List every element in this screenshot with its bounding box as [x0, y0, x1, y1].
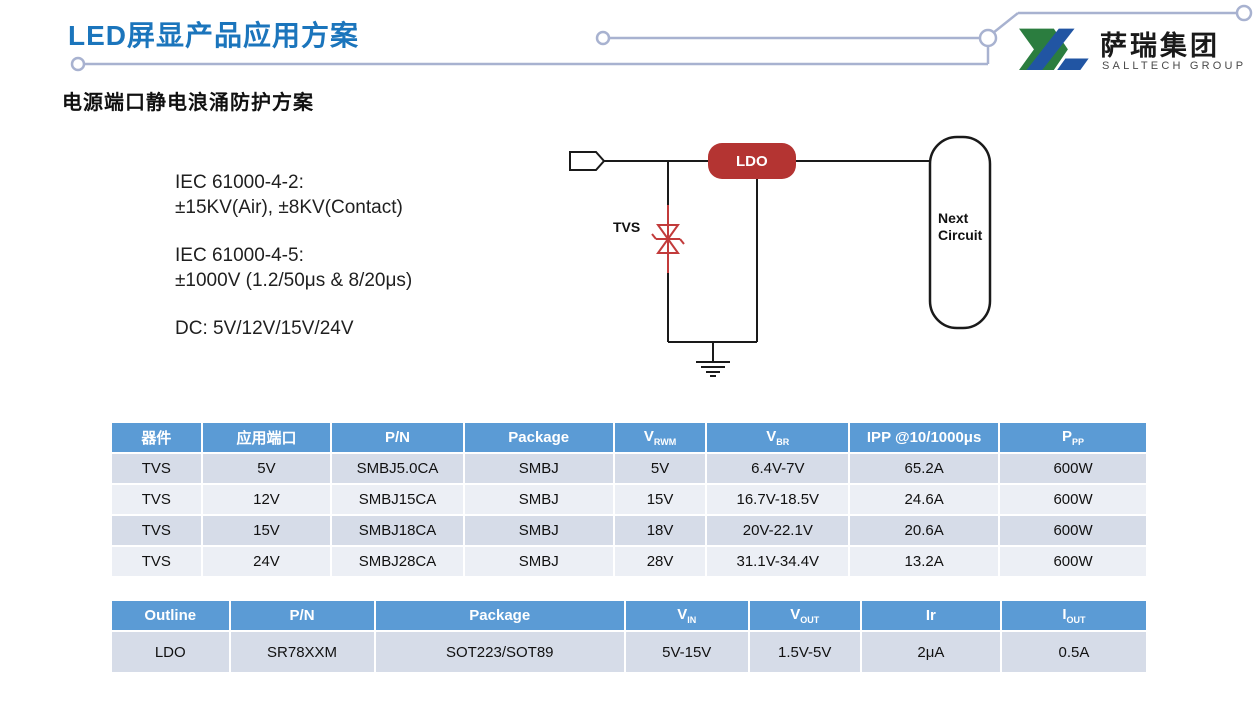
table-cell: SMBJ [464, 454, 613, 483]
column-header: Outline [112, 601, 229, 630]
column-header: 应用端口 [202, 423, 331, 452]
salltech-logo-icon [1019, 28, 1089, 71]
table-cell: 1.5V-5V [749, 632, 860, 672]
column-header: Ir [861, 601, 1000, 630]
ldo-label: LDO [736, 153, 768, 170]
ldo-block [708, 143, 796, 179]
table-cell: 65.2A [850, 454, 999, 483]
esd-standard-value: ±15KV(Air), ±8KV(Contact) [175, 197, 403, 218]
ground-icon [696, 342, 730, 377]
table-cell: 16.7V-18.5V [707, 485, 849, 514]
column-header: P/N [332, 423, 463, 452]
page-title: LED屏显产品应用方案 [68, 20, 360, 51]
logo-company-name-en: SALLTECH GROUP [1102, 60, 1247, 72]
column-header: VOUT [749, 601, 860, 630]
table-cell: 15V [202, 516, 331, 545]
table-cell: TVS [112, 485, 201, 514]
input-connector-icon [569, 151, 606, 171]
column-header: IPP @10/1000μs [850, 423, 999, 452]
table-cell: TVS [112, 547, 201, 576]
dc-voltage-line: DC: 5V/12V/15V/24V [175, 318, 354, 339]
table-cell: 31.1V-34.4V [707, 547, 849, 576]
table-cell: 28V [614, 547, 706, 576]
next-circuit-label-line2: Circuit [938, 227, 983, 243]
table-cell: SMBJ5.0CA [332, 454, 463, 483]
table-cell: 6.4V-7V [707, 454, 849, 483]
table-cell: 15V [614, 485, 706, 514]
esd-standard-title: IEC 61000-4-2: [175, 172, 304, 193]
next-circuit-label-line1: Next [938, 210, 969, 226]
column-header: 器件 [112, 423, 201, 452]
table-cell: 20V-22.1V [707, 516, 849, 545]
logo-company-name: 萨瑞集团 [1100, 31, 1220, 61]
table-cell: 600W [1000, 454, 1146, 483]
table-cell: SMBJ [464, 516, 613, 545]
tvs-label: TVS [613, 219, 640, 235]
table-cell: 12V [202, 485, 331, 514]
column-header: VRWM [614, 423, 706, 452]
company-logo: 萨瑞集团 SALLTECH GROUP [1012, 20, 1247, 82]
table-cell: SMBJ [464, 485, 613, 514]
spec-text-block: IEC 61000-4-2: ±15KV(Air), ±8KV(Contact)… [175, 170, 412, 341]
table-cell: SOT223/SOT89 [375, 632, 624, 672]
surge-standard-value: ±1000V (1.2/50μs & 8/20μs) [175, 270, 413, 291]
tvs-diode-icon [651, 224, 685, 254]
table-cell: 2μA [861, 632, 1000, 672]
table-cell: SMBJ18CA [332, 516, 463, 545]
table-cell: 0.5A [1001, 632, 1146, 672]
table-cell: SR78XXM [230, 632, 374, 672]
next-circuit-block [928, 135, 992, 330]
table-cell: 13.2A [850, 547, 999, 576]
column-header: IOUT [1001, 601, 1146, 630]
table-cell: TVS [112, 516, 201, 545]
column-header: Package [464, 423, 613, 452]
column-header: VBR [707, 423, 849, 452]
table-cell: 20.6A [850, 516, 999, 545]
table-cell: 24V [202, 547, 331, 576]
table-cell: LDO [112, 632, 229, 672]
surge-standard-title: IEC 61000-4-5: [175, 245, 304, 266]
table-cell: 18V [614, 516, 706, 545]
table-cell: SMBJ28CA [332, 547, 463, 576]
table-cell: 24.6A [850, 485, 999, 514]
column-header: Package [375, 601, 624, 630]
table-cell: 600W [1000, 485, 1146, 514]
table-cell: 5V [202, 454, 331, 483]
column-header: PPP [1000, 423, 1146, 452]
table-cell: SMBJ [464, 547, 613, 576]
table-cell: 5V-15V [625, 632, 748, 672]
table-cell: 5V [614, 454, 706, 483]
table-cell: 600W [1000, 516, 1146, 545]
column-header: VIN [625, 601, 748, 630]
table-cell: TVS [112, 454, 201, 483]
table-cell: SMBJ15CA [332, 485, 463, 514]
section-subtitle: 电源端口静电浪涌防护方案 [62, 92, 314, 114]
table-cell: 600W [1000, 547, 1146, 576]
column-header: P/N [230, 601, 374, 630]
circuit-diagram: TVS LDO Next Circuit [569, 135, 992, 377]
